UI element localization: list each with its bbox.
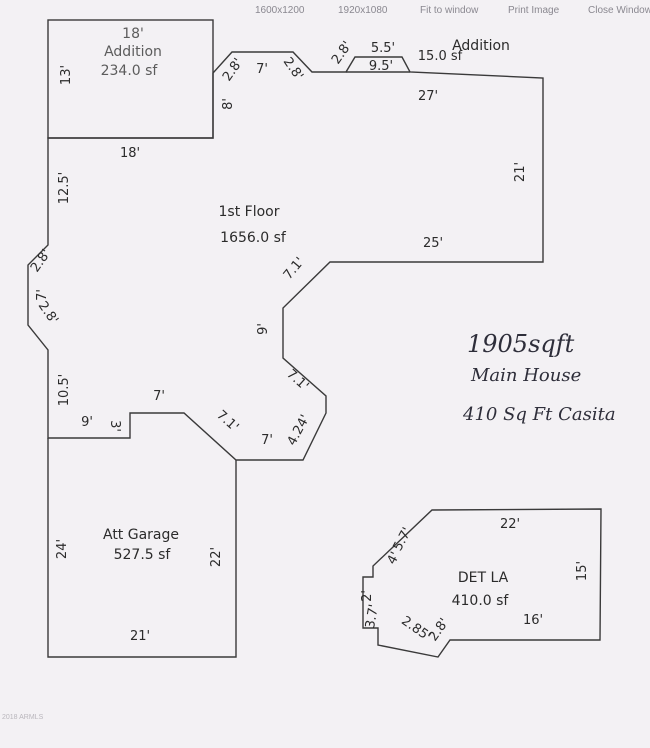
dim-diag-71-mid: 7.1' [213,408,241,435]
casita-diag-28: 2.8' [426,616,452,644]
dim-top-flat: 7' [256,62,268,77]
dim-eight: 8' [221,98,236,110]
dim-right-side: 21' [513,162,528,182]
first-floor-name: 1st Floor [219,204,280,220]
casita-area: 410.0 sf [452,593,510,609]
dim-nine-vertical: 9' [256,323,271,335]
image-viewer-toolbar: 1600x1200 1920x1080 Fit to window Print … [0,0,650,22]
garage-right: 22' [209,547,224,567]
garage-area: 527.5 sf [114,547,172,563]
dim-diag-71-bottom: 7.1' [283,367,311,394]
casita-left-37: 3.7' [363,603,382,629]
garage-name: Att Garage [103,527,179,543]
casita-outline [362,508,602,658]
garage-outline [47,438,237,658]
note-main-house: Main House [470,365,581,386]
casita-top: 22' [500,517,520,532]
dim-seven-bottom: 7' [261,433,273,448]
dim-diag-71-top: 7.1' [281,255,308,283]
addition-top-bottom: 18' [120,146,140,161]
dim-seven-notch: 7' [153,389,165,404]
dim-top-diag-right: 2.8' [280,55,306,83]
addition-small-area: 15.0 sf [418,49,463,64]
garage-left: 24' [55,539,70,559]
toolbar-close-window[interactable]: Close Window [588,5,650,16]
toolbar-fit-to-window[interactable]: Fit to window [420,5,479,16]
toolbar-size-1600[interactable]: 1600x1200 [255,5,305,16]
addition-top-name: Addition [104,44,162,60]
addition-small-top: 5.5' [371,41,395,56]
dim-left-diag-a: 2.8' [35,299,61,327]
dim-left-upper: 12.5' [57,172,72,205]
toolbar-size-1920[interactable]: 1920x1080 [338,5,388,16]
dim-diag-424: 4.24' [285,412,314,448]
dim-left-flat: 7' [35,289,50,301]
note-casita: 410 Sq Ft Casita [462,404,616,425]
dim-three-notch: 3' [107,420,122,432]
dim-left-diag-b: 2.8' [28,247,54,275]
note-total-sqft: 1905sqft [467,330,575,358]
addition-top-width: 18' [122,26,144,42]
addition-small-name: Addition [452,38,510,54]
dim-nine-notch: 9' [81,415,93,430]
casita-name: DET LA [458,570,509,586]
casita-right: 15' [575,561,590,581]
dim-right-top: 27' [418,89,438,104]
casita-diag-285: 2.85' [398,614,433,645]
addition-top-area: 234.0 sf [101,63,159,79]
casita-bottom: 16' [523,613,543,628]
first-floor-outline [27,51,544,461]
toolbar-print-image[interactable]: Print Image [508,5,560,16]
garage-bottom: 21' [130,629,150,644]
addition-top-side: 13' [59,65,74,85]
casita-left-2: 2' [360,590,375,602]
first-floor-area: 1656.0 sf [220,230,287,246]
watermark: 2018 ARMLS [2,714,44,721]
dim-bottom-right: 25' [423,236,443,251]
addition-small-inner: 9.5' [369,59,393,74]
dim-left-lower: 10.5' [57,374,72,407]
